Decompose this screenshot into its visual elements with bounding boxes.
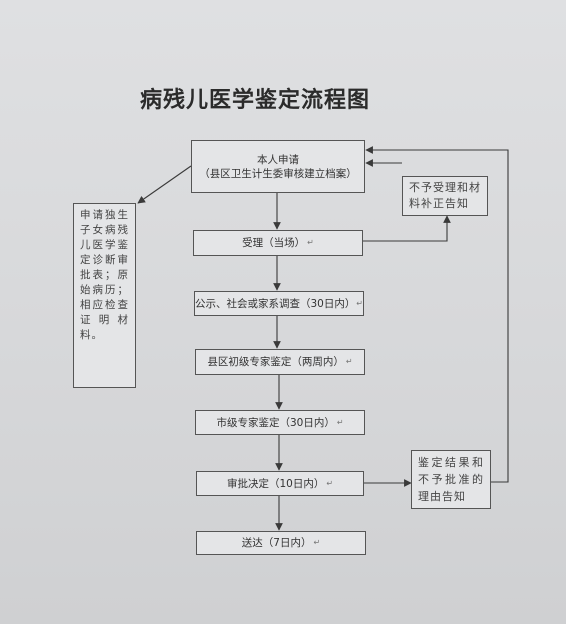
step-apply: 本人申请 （县区卫生计生委审核建立档案）	[191, 140, 365, 193]
return-mark: ↵	[336, 417, 344, 427]
step-city-label: 市级专家鉴定（30日内）	[216, 416, 335, 429]
page-title: 病残儿医学鉴定流程图	[140, 88, 371, 113]
step-apply-label: 本人申请	[257, 153, 299, 166]
result-notice-text: 鉴定结果和不予批准的理由告知	[418, 456, 484, 503]
reject-notice-box: 不予受理和材料补正告知	[402, 176, 488, 216]
return-mark: ↵	[345, 357, 353, 366]
return-mark: ↵	[356, 298, 363, 308]
step-decision: 审批决定（10日内） ↵	[196, 471, 364, 496]
arrow-accept-to-reject	[363, 215, 451, 242]
required-materials-note: 申请独生子女病残儿医学鉴定诊断审批表；原始病历；相应检查证明材料。	[73, 203, 136, 388]
step-accept: 受理（当场） ↵	[193, 230, 363, 256]
return-mark: ↵	[313, 538, 321, 547]
step-county-appraisal: 县区初级专家鉴定（两周内） ↵	[195, 349, 365, 375]
step-accept-label: 受理（当场）	[242, 237, 306, 249]
result-notice-box: 鉴定结果和不予批准的理由告知	[411, 450, 491, 509]
arrow-result-to-apply	[365, 146, 509, 483]
step-apply-detail: （县区卫生计生委审核建立档案）	[199, 167, 357, 180]
return-mark: ↵	[307, 238, 314, 247]
step-publicity-label: 公示、社会或家系调查（30日内）	[195, 297, 356, 310]
step-decision-label: 审批决定（10日内）	[226, 477, 325, 490]
step-publicity: 公示、社会或家系调查（30日内） ↵	[194, 291, 364, 316]
reject-notice-text: 不予受理和材料补正告知	[409, 181, 481, 210]
step-delivery-label: 送达（7日内）	[241, 537, 312, 549]
step-county-label: 县区初级专家鉴定（两周内）	[207, 356, 344, 368]
arrow-apply-to-note	[137, 165, 192, 204]
required-materials-text: 申请独生子女病残儿医学鉴定诊断审批表；原始病历；相应检查证明材料。	[80, 209, 129, 341]
step-city-appraisal: 市级专家鉴定（30日内） ↵	[195, 410, 365, 435]
step-delivery: 送达（7日内） ↵	[196, 531, 366, 555]
return-mark: ↵	[326, 478, 334, 488]
